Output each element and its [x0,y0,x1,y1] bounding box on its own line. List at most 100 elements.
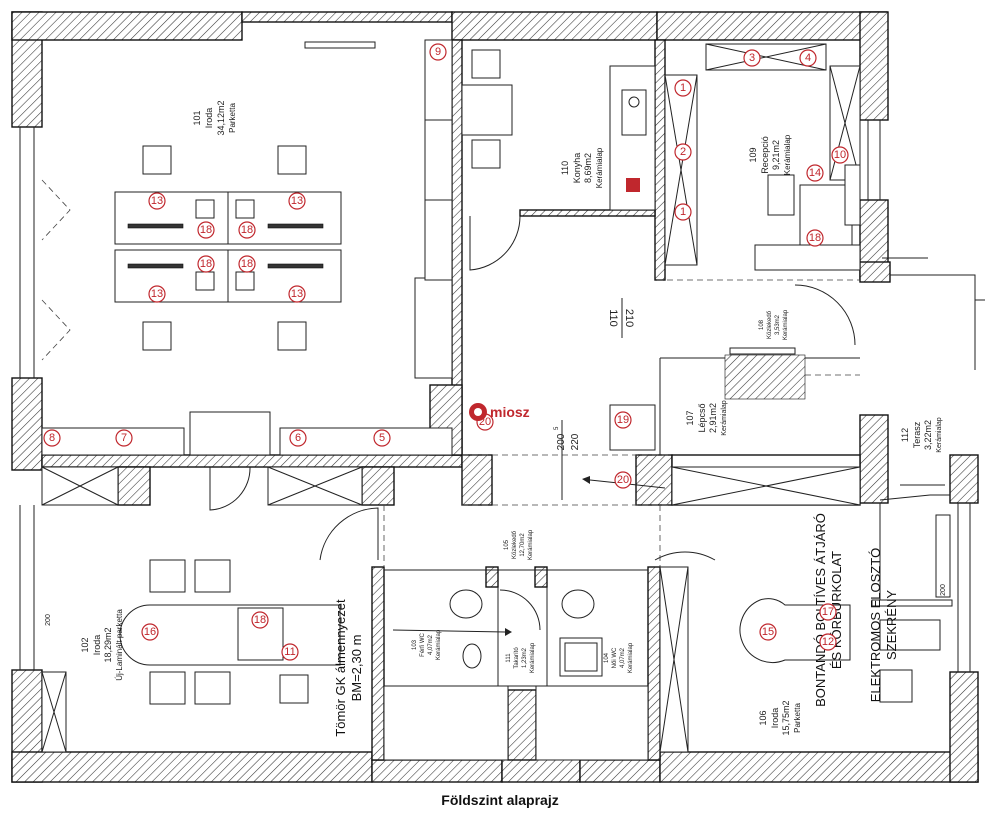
item-marker: 1 [674,203,692,221]
room-label-109: 109 Recepció 9,21m2 Kerámialap [748,134,792,175]
item-marker: 19 [614,411,632,429]
item-marker-label: 20 [617,474,629,486]
item-marker: 18 [197,255,215,273]
svg-text:105: 105 [504,539,510,550]
window-dimension-left: 200 [45,614,52,626]
item-marker-label: 13 [291,195,303,207]
item-marker: 14 [806,164,824,182]
svg-text:Kerámialap: Kerámialap [595,147,604,188]
item-marker: 7 [115,429,133,447]
item-marker: 11 [281,643,299,661]
watermark: miosz [469,403,530,421]
svg-text:Kerámialap: Kerámialap [436,629,442,660]
svg-text:Közlekedő: Közlekedő [512,530,518,559]
item-marker-label: 18 [200,258,212,270]
svg-text:Kerámialap: Kerámialap [783,309,789,340]
room-label-103: 103 Férfi WC 4,07m2 Kerámialap [412,629,442,660]
svg-text:Kerámialap: Kerámialap [528,529,534,560]
svg-text:Férfi WC: Férfi WC [420,633,426,657]
door-dimension: 200 5 220 [554,426,581,450]
item-marker-label: 15 [762,626,774,638]
svg-text:Kerámialap: Kerámialap [530,642,536,673]
svg-text:15,75m2: 15,75m2 [781,700,791,735]
svg-text:12,70m2: 12,70m2 [520,533,526,557]
svg-text:108: 108 [759,319,765,330]
room-107-stair [609,347,806,451]
svg-text:107: 107 [685,410,695,425]
svg-text:Kerámialap: Kerámialap [936,417,943,453]
item-marker: 18 [251,611,269,629]
item-marker: 18 [197,221,215,239]
opening-dimension: 210 110 [607,298,635,338]
room-106-furniture [659,484,953,753]
svg-text:Közlekedő: Közlekedő [767,310,773,339]
svg-text:BM=2,30 m: BM=2,30 m [349,635,364,702]
room-101-furniture [41,39,453,456]
kitchen-appliance-icon [626,178,640,192]
outer-walls [11,11,979,783]
svg-text:Terasz: Terasz [912,421,922,448]
svg-text:Konyha: Konyha [572,153,582,184]
item-marker-label: 13 [291,288,303,300]
item-marker: 13 [288,285,306,303]
item-marker-label: 18 [241,258,253,270]
svg-text:SZEKRÉNY: SZEKRÉNY [884,590,899,660]
room-label-111: 111 Takarító 1,23m2 Kerámialap [506,642,536,673]
item-marker-label: 13 [151,195,163,207]
item-marker-label: 10 [834,149,846,161]
svg-text:Takarító: Takarító [514,647,520,669]
svg-text:3,22m2: 3,22m2 [923,420,933,450]
svg-text:Kerámialap: Kerámialap [628,642,634,673]
windows [19,120,971,672]
svg-text:Iroda: Iroda [92,635,102,656]
svg-text:106: 106 [758,710,768,725]
item-marker-label: 3 [749,52,755,64]
item-marker: 18 [238,255,256,273]
svg-text:34,12m2: 34,12m2 [216,100,226,135]
svg-text:Kerámialap: Kerámialap [783,134,792,175]
item-marker-label: 16 [144,626,156,638]
item-marker-label: 18 [254,614,266,626]
svg-text:Női WC: Női WC [612,647,618,668]
item-marker-label: 18 [809,232,821,244]
svg-text:109: 109 [748,147,758,162]
item-marker-label: 14 [809,167,821,179]
storage-row [41,466,861,506]
item-marker-label: 17 [822,606,834,618]
svg-text:210: 210 [623,309,635,327]
room-label-112: 112 Terasz 3,22m2 Kerámialap [900,417,943,453]
item-marker: 5 [373,429,391,447]
item-marker-label: 13 [151,288,163,300]
item-marker-label: 4 [805,52,811,64]
svg-text:Iroda: Iroda [770,708,780,729]
svg-text:Lépcső: Lépcső [697,403,707,432]
item-marker: 13 [288,192,306,210]
svg-text:18,29m2: 18,29m2 [103,627,113,662]
electric-note: ELEKTROMOS ELOSZTÓ SZEKRÉNY [868,548,899,703]
room-label-101: 101 Iroda 34,12m2 Parketta [192,100,237,135]
svg-text:102: 102 [80,637,90,652]
item-marker-label: 6 [295,432,301,444]
item-marker-label: 5 [379,432,385,444]
svg-text:Parketta: Parketta [228,103,237,133]
svg-text:ELEKTROMOS ELOSZTÓ: ELEKTROMOS ELOSZTÓ [868,548,883,703]
item-marker: 20 [614,471,632,489]
room-110-furniture [461,49,698,266]
item-marker: 3 [743,49,761,67]
item-marker-label: 1 [680,206,686,218]
room-label-106: 106 Iroda 15,75m2 Parketta [758,700,802,735]
item-marker: 18 [806,229,824,247]
drywall-note: Tömör GK álmennyezet BM=2,30 m [333,599,364,737]
svg-text:110: 110 [560,161,570,175]
svg-text:Parketta: Parketta [793,703,802,733]
plan-caption: Földszint alaprajz [441,792,559,808]
item-marker-label: 9 [435,46,441,58]
item-marker: 10 [831,146,849,164]
room-label-107: 107 Lépcső 2,91m2 Kerámialap [685,400,728,436]
room-label-105: 105 Közlekedő 12,70m2 Kerámialap [504,529,534,560]
svg-text:200: 200 [940,584,947,596]
item-marker-label: 11 [284,646,295,658]
item-marker: 16 [141,623,159,641]
